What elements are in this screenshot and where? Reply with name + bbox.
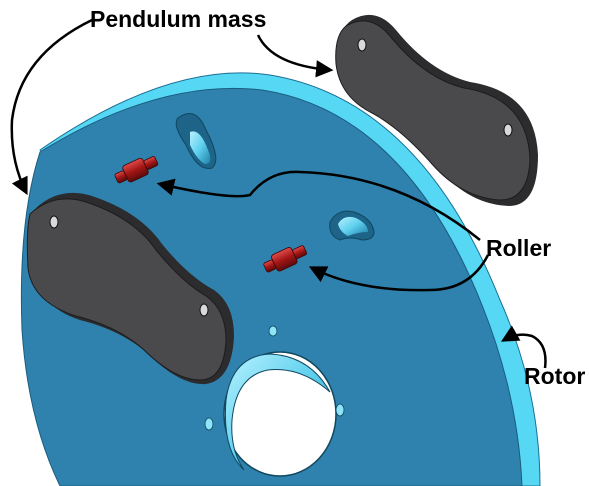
rotor-small-hole: [336, 404, 344, 416]
arrow-pendulum-to-top-mass: [258, 35, 330, 70]
rotor-center-hole: [224, 352, 336, 476]
label-rotor: Rotor: [524, 363, 585, 389]
rotor-small-hole: [205, 418, 213, 430]
label-roller: Roller: [486, 235, 551, 261]
label-pendulum-mass: Pendulum mass: [90, 6, 266, 32]
rotor-small-hole: [269, 326, 277, 336]
